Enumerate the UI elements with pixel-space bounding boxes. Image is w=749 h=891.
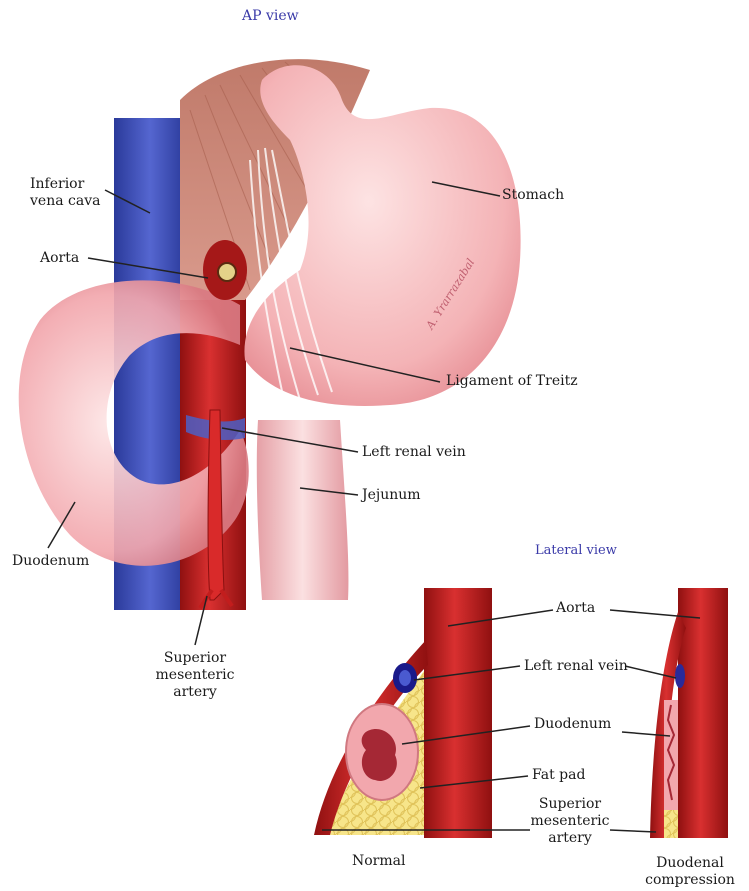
sma-label-line2: mesenteric bbox=[140, 667, 250, 684]
duodenum-lumen-normal bbox=[362, 729, 397, 781]
aorta-lateral-compression bbox=[678, 588, 728, 838]
left-renal-vein-label: Left renal vein bbox=[362, 444, 466, 461]
lateral-duodenum-label: Duodenum bbox=[534, 716, 611, 733]
fat-pad-label: Fat pad bbox=[532, 767, 585, 784]
ivc-label-line2: vena cava bbox=[30, 193, 100, 210]
jejunum bbox=[257, 420, 349, 600]
sma-label-line1: Superior bbox=[140, 650, 250, 667]
ap-view-title: AP view bbox=[242, 8, 299, 24]
lateral-aorta-label: Aorta bbox=[556, 600, 595, 617]
leader-sma-lat-compression bbox=[610, 830, 656, 832]
aorta-lateral-normal bbox=[424, 588, 492, 838]
sma-label-line3: artery bbox=[140, 684, 250, 701]
lateral-sma-label-line1: Superior bbox=[525, 796, 615, 813]
compression-caption-line1: Duodenal bbox=[636, 855, 744, 872]
normal-caption: Normal bbox=[352, 853, 405, 870]
lateral-view-title: Lateral view bbox=[535, 543, 617, 558]
jejunum-label: Jejunum bbox=[362, 487, 421, 504]
lateral-sma-label-line2: mesenteric bbox=[525, 813, 615, 830]
aorta-label: Aorta bbox=[40, 250, 79, 267]
duodenum-label: Duodenum bbox=[12, 553, 89, 570]
ligament-label: Ligament of Treitz bbox=[446, 373, 578, 390]
lateral-sma-label-line3: artery bbox=[525, 830, 615, 847]
lateral-left-renal-vein-label: Left renal vein bbox=[524, 658, 628, 675]
stomach-label: Stomach bbox=[502, 187, 564, 204]
compression-caption-line2: compression bbox=[636, 872, 744, 889]
aorta-lumen bbox=[218, 263, 236, 281]
ivc-label-line1: Inferior bbox=[30, 176, 84, 193]
left-renal-vein-lateral-compression bbox=[675, 664, 685, 688]
